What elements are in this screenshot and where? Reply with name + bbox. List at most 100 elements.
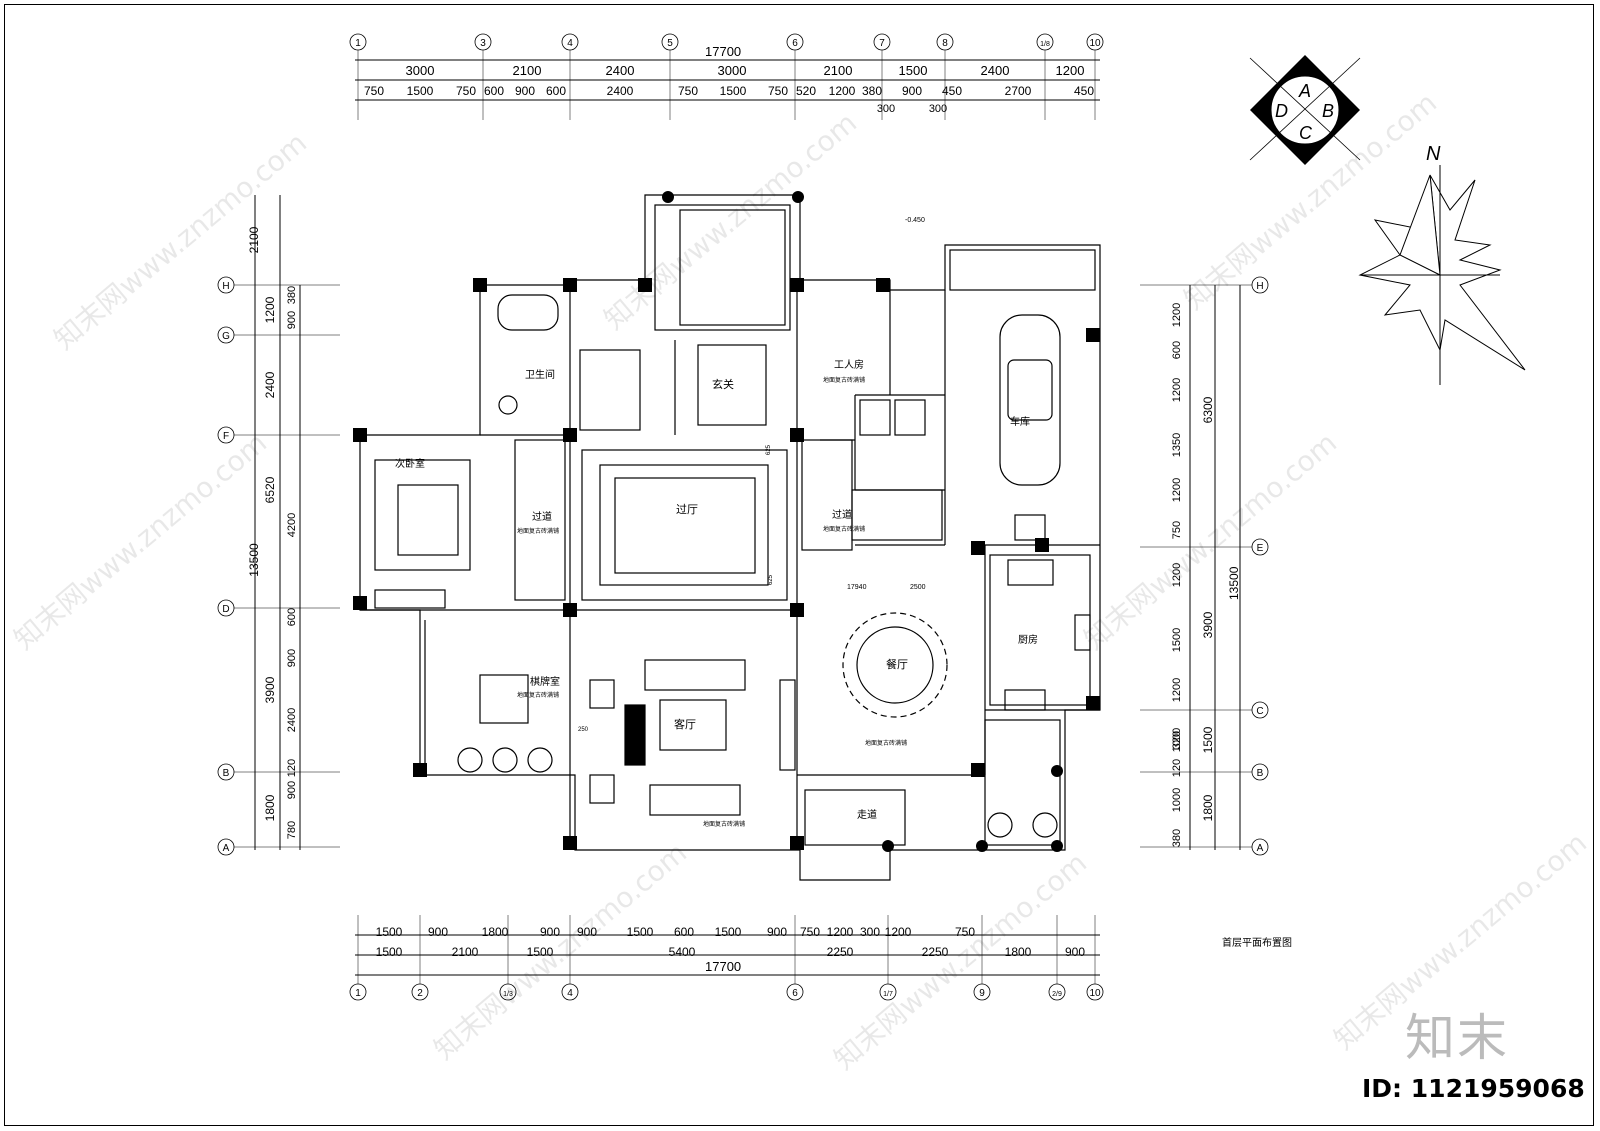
grid-bubble-top-circle [474,33,492,51]
dim-top-row2: 600 [484,84,504,98]
dim-right-inner: 1200 [1171,678,1183,702]
dim-bottom-row1: 900 [540,925,560,939]
room-floor-chess: 地面复古砖满铺 [517,691,559,699]
corridor-right-tiles [801,439,853,551]
grid-bubble-left: G [222,331,230,342]
structural-column [563,836,577,850]
structural-column [473,278,487,292]
orientation-letter-a: A [1298,81,1311,101]
dim-top-row1: 2100 [513,63,542,78]
compass-icon [1358,165,1526,385]
structural-column [563,603,577,617]
foyer-tile-panel [697,344,767,426]
grid-bubble-left-circle [217,426,235,444]
chess-table [479,674,529,724]
room-label-walkway: 走道 [857,808,877,821]
dim-top-row1: 3000 [718,63,747,78]
grid-bubble-top: 10 [1089,38,1101,49]
dim-top-row1: 1500 [899,63,928,78]
structural-column [790,603,804,617]
grid-bubble-bottom-circle [349,983,367,1001]
grid-bubble-top: 3 [480,38,486,49]
bed [397,484,459,556]
dim-bottom-row2: 2100 [452,945,479,959]
dim-bottom-row1: 1500 [627,925,654,939]
dim-left-inner: 900 [286,649,298,667]
dim-top-row1: 2400 [606,63,635,78]
dim-top-row2: 750 [364,84,384,98]
dim-right-mid: 3900 [1201,611,1215,638]
grid-bubble-bottom-circle [973,983,991,1001]
room-label-chess-room: 棋牌室 [530,675,560,688]
grid-bubble-right: B [1257,768,1264,779]
room-label-maid-room: 工人房 [834,358,864,371]
grid-bubble-bottom: 2/9 [1052,991,1062,998]
garage-sink [1014,514,1046,541]
level-mark: -0.450 [905,217,925,224]
grid-bubble-top-circle [561,33,579,51]
dim-top-row2: 2400 [607,84,634,98]
room-label-kitchen: 厨房 [1018,633,1038,646]
dim-bottom-row1: 1500 [376,925,403,939]
orientation-letter-d: D [1275,101,1288,121]
structural-column [876,278,890,292]
orientation-letter-c: C [1299,123,1313,143]
inline-dim: 17940 [847,584,867,591]
dim-top-row2: 750 [768,84,788,98]
dim-top-row2: 450 [1074,84,1094,98]
dim-top-row1: 1200 [1056,63,1085,78]
wardrobe [374,589,446,609]
dim-top-row2: 1200 [829,84,856,98]
grid-bubble-top-circle [349,33,367,51]
grid-bubble-bottom-circle [1048,983,1066,1001]
staircase [579,349,641,431]
structural-column [1035,538,1049,552]
dim-left-mid: 6520 [263,476,277,503]
grid-bubble-top-circle [1036,33,1054,51]
dim-top-row1: 2100 [824,63,853,78]
id-badge: ID: 1121959068 [1362,1074,1585,1103]
dim-bottom-row2: 900 [1065,945,1085,959]
grid-bubble-right-circle [1251,538,1269,556]
dim-bottom-row2: 1800 [1005,945,1032,959]
terrace-chair [987,812,1013,838]
dim-left-outer: 13500 [247,543,261,577]
sofa-bottom [649,784,741,816]
grid-bubble-right-circle [1251,763,1269,781]
maid-room-bed [894,399,926,436]
inline-dim: 250 [578,727,589,733]
dim-top-row2: 520 [796,84,816,98]
terrace-deck [984,719,1061,846]
grid-bubble-top-circle [873,33,891,51]
room-label-garage: 车库 [1010,415,1030,428]
room-label-corridor-left: 过道 [532,510,552,523]
id-label: ID: [1362,1074,1403,1103]
hall-rug-inner [614,477,756,574]
dim-left-mid: 2400 [263,371,277,398]
sofa-top [644,659,746,691]
dim-top-row2: 750 [456,84,476,98]
grid-bubble-bottom-circle [411,983,429,1001]
kitchen-sink [1074,614,1091,651]
garage-door [949,249,1096,291]
inline-dim: 2500 [910,584,926,591]
dim-top-row2-sub: 300 [877,103,895,115]
dim-top-total: 17700 [705,44,741,59]
dim-top-row2: 900 [902,84,922,98]
terrace-chair [1032,812,1058,838]
id-value: 1121959068 [1410,1074,1585,1103]
structural-column [563,428,577,442]
room-floor-maid: 地面复古砖满铺 [823,376,865,384]
tv-cabinet [624,704,646,766]
room-floor-corridor-left: 地面复古砖满铺 [517,527,559,535]
grid-bubble-top-circle [661,33,679,51]
dim-top-row2: 450 [942,84,962,98]
dim-bottom-row2: 2250 [922,945,949,959]
grid-bubble-left: B [223,768,230,779]
dim-left-inner: 4200 [286,513,298,537]
round-column [882,840,894,852]
round-column [1051,840,1063,852]
dim-bottom-row1: 750 [955,925,975,939]
grid-bubble-right: E [1257,543,1264,554]
washbasin [498,395,518,415]
